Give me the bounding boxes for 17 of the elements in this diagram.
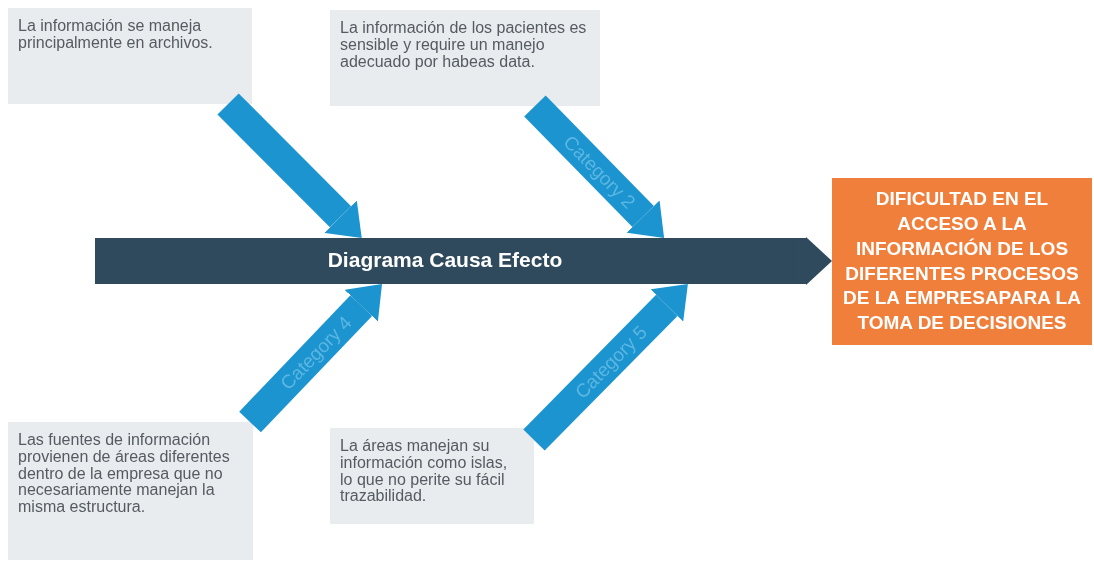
- cause-arrow: [239, 284, 382, 433]
- spine-arrow: [795, 237, 832, 285]
- cause-arrow: [524, 95, 665, 238]
- cause-text: Las fuentes de información provienen de áreas diferentes dentro de la empresa que no necesariamente manejan la misma estructura.: [18, 432, 231, 516]
- effect-text: DIFICULTAD EN EL ACCESO A LA INFORMACIÓN DE LOS DIFERENTES PROCESOS DE LA EMPRESAPARA LA TOMA DE DECISIONES: [842, 187, 1082, 335]
- cause-text: La información de los pacientes es sensible y require un manejo adecuado por habeas data.: [340, 20, 588, 71]
- cause-text: La áreas manejan su información como islas, lo que no perite su fácil trazabilidad.: [340, 438, 509, 506]
- effect-box: [832, 178, 1092, 345]
- cause-text: La información se maneja principalmente en archivos.: [18, 18, 214, 52]
- cause-box: [8, 422, 253, 560]
- cause-box: [8, 8, 252, 104]
- cause-box: [330, 10, 600, 106]
- diagram-title-text: Diagrama Causa Efecto: [326, 249, 564, 272]
- cause-box: [330, 428, 534, 524]
- spine-bar: [95, 238, 795, 284]
- cause-arrow: [217, 93, 362, 238]
- cause-arrow: [523, 284, 688, 451]
